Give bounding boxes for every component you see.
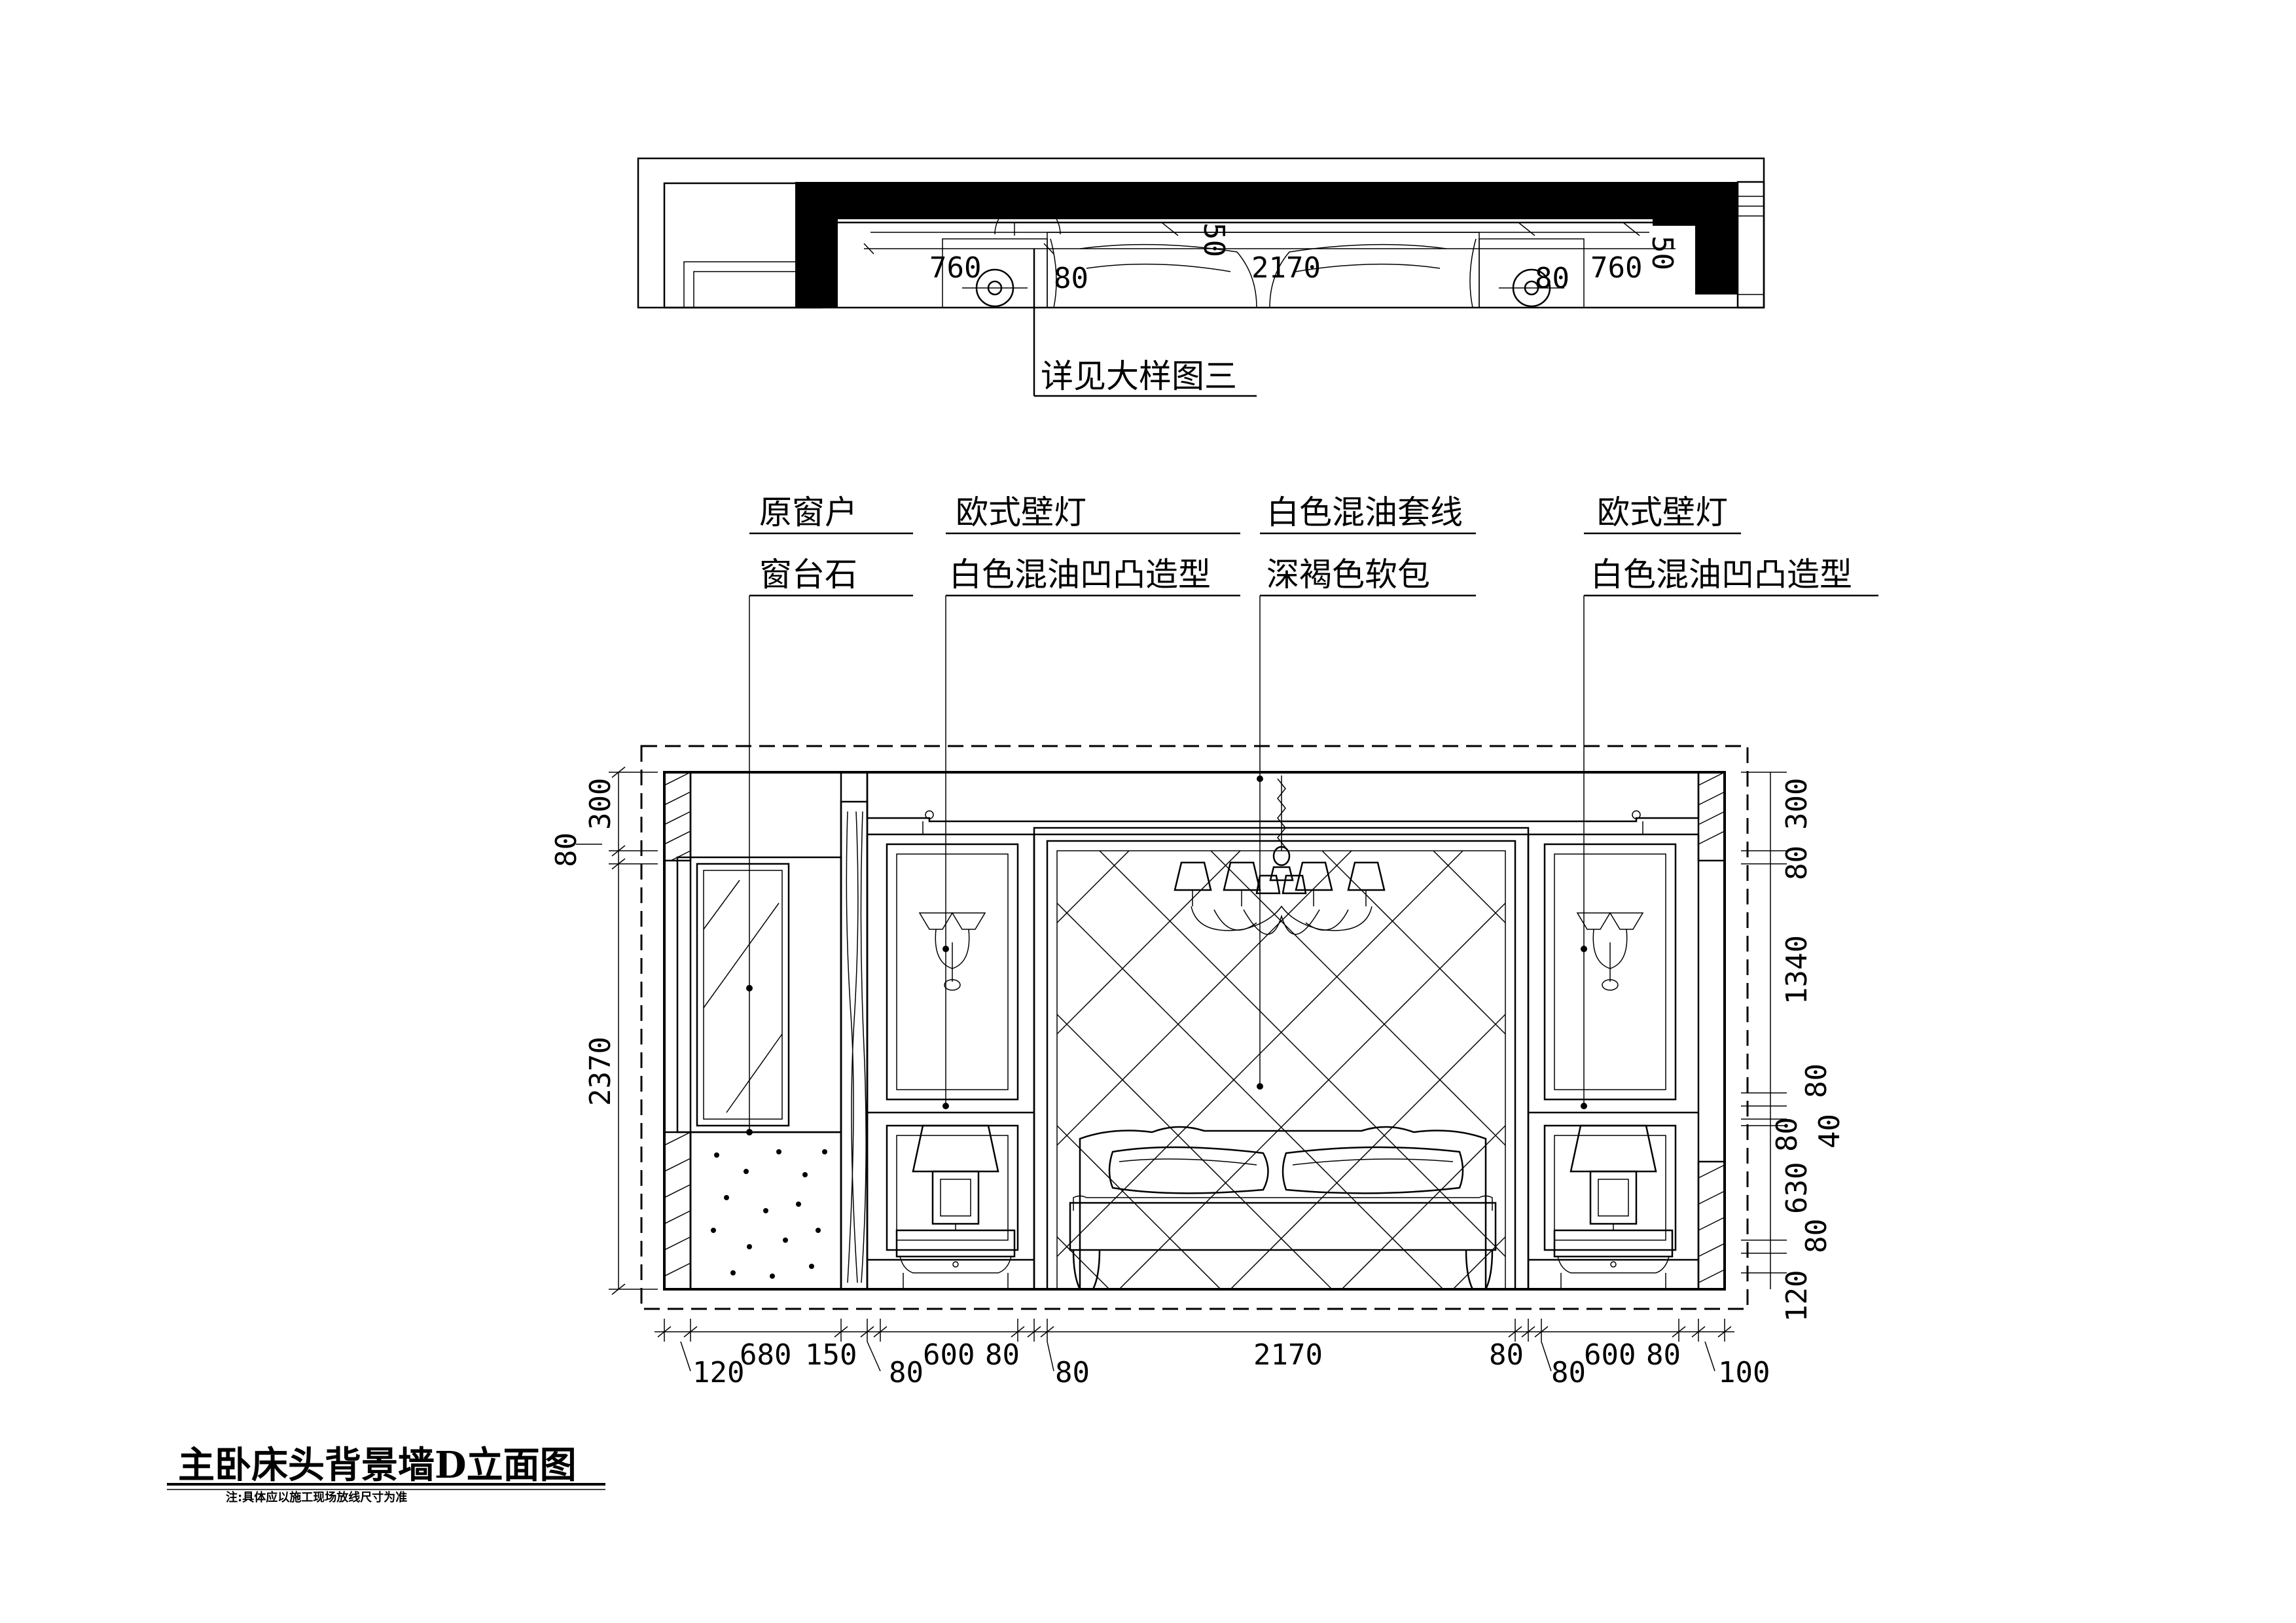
dim-bottom-600-a: 600 [923, 1338, 975, 1372]
dim-right-300: 300 [1780, 778, 1814, 830]
dim-right-1340: 1340 [1780, 935, 1814, 1005]
dim-bottom-150: 150 [805, 1338, 857, 1372]
dim-right-630: 630 [1780, 1162, 1814, 1214]
plan-dim-80-left: 80 [1054, 262, 1088, 295]
right-dimension-texts: 300 80 1340 80 80 40 630 80 120 [1770, 778, 1846, 1322]
wall-sconce-left-icon [918, 912, 986, 991]
dim-bottom-80-b: 80 [985, 1338, 1020, 1372]
plan-dim-50-left: 50 [1197, 223, 1230, 257]
left-dimension-texts: 300 80 2370 [550, 778, 617, 1106]
label-white-paint-trim: 白色混油套线 [1266, 493, 1463, 531]
dim-right-40: 40 [1813, 1114, 1846, 1149]
label-white-paint-relief-right: 白色混油凹凸造型 [1590, 556, 1852, 594]
label-original-window: 原窗户 [759, 493, 857, 531]
plan-dim-50-right: 50 [1645, 236, 1679, 270]
plan-dim-80-right: 80 [1535, 262, 1570, 295]
label-window-sill-stone: 窗台石 [759, 556, 857, 594]
dim-bottom-680: 680 [740, 1338, 791, 1372]
dim-right-80-d: 80 [1800, 1219, 1833, 1253]
dim-bottom-600-b: 600 [1584, 1338, 1636, 1372]
dim-bottom-80-f: 80 [1646, 1338, 1681, 1372]
drawing-title: 主卧床头背景墙D立面图 [178, 1444, 577, 1487]
plan-dim-760-left: 760 [929, 251, 981, 285]
dim-bottom-100: 100 [1718, 1356, 1770, 1389]
dim-bottom-80-d: 80 [1489, 1338, 1524, 1372]
dim-right-80-b: 80 [1800, 1063, 1833, 1098]
bed-icon [1069, 1126, 1497, 1291]
bottom-dimension-texts: 120 680 150 80 600 80 80 2170 80 80 600 … [692, 1338, 1770, 1389]
nightstand-left-icon [895, 1124, 1016, 1289]
plan-dim-760-right: 760 [1590, 251, 1642, 285]
dim-bottom-80-e: 80 [1551, 1356, 1586, 1389]
dim-bottom-120: 120 [692, 1356, 744, 1389]
plan-dimensions: 760 80 50 2170 80 760 50 [929, 223, 1679, 295]
elevation-view [640, 745, 1749, 1310]
plan-view [637, 157, 1765, 397]
detail-callout: 详见大样图三 [1041, 357, 1237, 395]
dim-left-2370: 2370 [584, 1037, 617, 1106]
dim-bottom-80-c: 80 [1055, 1356, 1090, 1389]
chandelier-icon [1174, 776, 1386, 935]
dimension-lines [576, 766, 1787, 1372]
dim-right-80-c: 80 [1770, 1117, 1804, 1152]
wall-sconce-right-icon [1576, 912, 1644, 991]
dim-bottom-80-a: 80 [889, 1356, 924, 1389]
dim-left-80: 80 [550, 832, 583, 867]
annotation-leaders [746, 532, 1878, 1135]
dim-left-300: 300 [584, 778, 617, 830]
label-european-wall-lamp-right: 欧式壁灯 [1597, 493, 1728, 531]
nightstand-right-icon [1553, 1124, 1674, 1289]
dim-right-120: 120 [1780, 1270, 1814, 1322]
plan-dim-2170: 2170 [1251, 251, 1321, 285]
dim-right-80-a: 80 [1780, 846, 1814, 880]
label-dark-brown-upholstery: 深褐色软包 [1266, 556, 1430, 594]
dim-bottom-2170: 2170 [1253, 1338, 1323, 1372]
diamond-upholstery [1057, 851, 1505, 1289]
label-white-paint-relief-left: 白色混油凹凸造型 [949, 556, 1211, 594]
label-european-wall-lamp-left: 欧式壁灯 [956, 493, 1086, 531]
drawing-note: 注:具体应以施工现场放线尺寸为准 [226, 1490, 407, 1505]
